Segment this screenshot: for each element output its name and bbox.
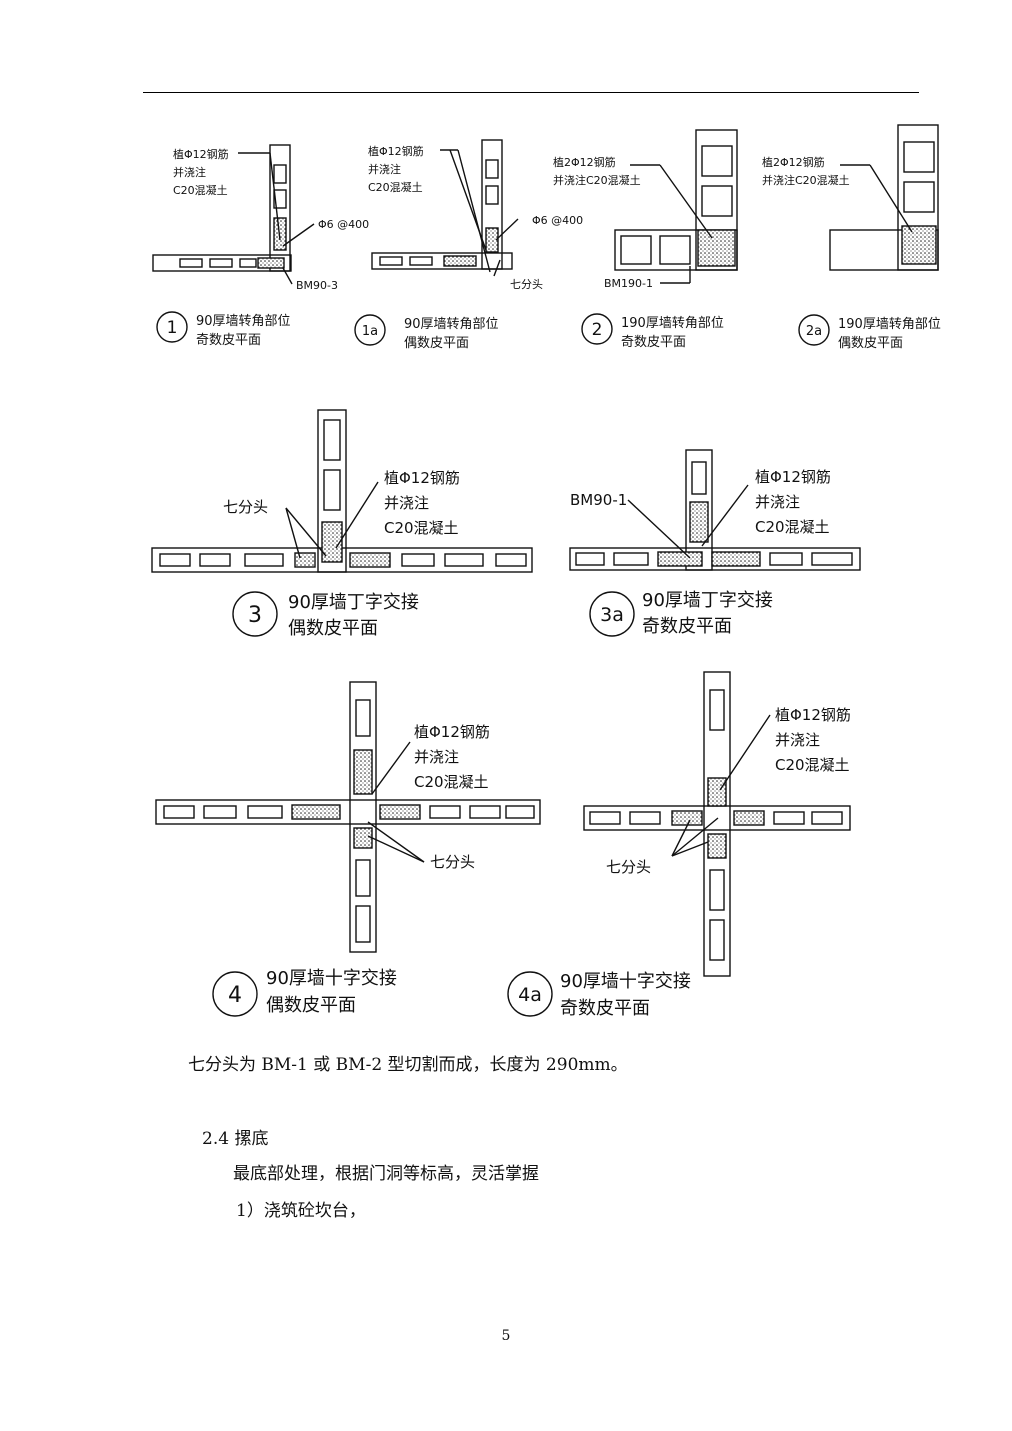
detail-2a-title-l2: 偶数皮平面 [838, 336, 903, 351]
page-number: 5 [501, 1328, 511, 1344]
detail-3a-title-l2: 奇数皮平面 [642, 616, 732, 637]
rebar-label-3-l3: C20混凝土 [384, 519, 459, 537]
detail-2-title-l2: 奇数皮平面 [621, 334, 686, 350]
rebar-label-2a-l1: 植2Φ12钢筋 [762, 155, 825, 169]
rebar-label-1a-l2: 并浇注 [368, 162, 401, 176]
rebar-label-4-l3: C20混凝土 [414, 773, 489, 791]
tie-label-1: Φ6 @400 [318, 218, 369, 231]
bm90-3-label: BM90-3 [296, 279, 338, 292]
detail-4-drawing [155, 681, 541, 953]
detail-1-circle [156, 311, 188, 343]
detail-4a-number: 4a [518, 984, 542, 1006]
detail-1a-circle [354, 314, 386, 346]
detail-1a-title-l2: 偶数皮平面 [404, 336, 469, 351]
qifentou-label-4: 七分头 [430, 853, 475, 871]
rebar-label-3a-l1: 植Φ12钢筋 [755, 468, 831, 486]
rebar-label-2-l2: 并浇注C20混凝土 [553, 173, 641, 187]
detail-1a-title-l1: 90厚墙转角部位 [404, 317, 499, 332]
detail-2a-drawing [829, 124, 939, 271]
detail-3-drawing [151, 409, 533, 573]
header-rule [143, 92, 919, 93]
rebar-label-4-l1: 植Φ12钢筋 [414, 723, 490, 741]
detail-3a-number: 3a [600, 604, 624, 626]
detail-3-number: 3 [248, 603, 262, 628]
detail-4a-drawing [583, 671, 851, 977]
detail-3a-title-l1: 90厚墙丁字交接 [642, 590, 773, 611]
section-heading: 2.4 摞底 [202, 1129, 269, 1149]
detail-4-circle [212, 971, 258, 1017]
detail-2-drawing [614, 129, 738, 284]
rebar-label-1a-l1: 植Φ12钢筋 [368, 144, 424, 158]
detail-4-title-l1: 90厚墙十字交接 [266, 968, 397, 989]
rebar-label-4a-l1: 植Φ12钢筋 [775, 706, 851, 724]
rebar-label-4a-l2: 并浇注 [775, 731, 820, 749]
detail-4a-circle [507, 971, 553, 1017]
qifentou-label-3: 七分头 [223, 498, 268, 516]
detail-2a-title-l1: 190厚墙转角部位 [838, 317, 941, 332]
detail-4a-title-l2: 奇数皮平面 [560, 998, 650, 1019]
qifentou-label-4a: 七分头 [606, 858, 651, 876]
rebar-label-1a-l3: C20混凝土 [368, 180, 423, 194]
detail-1a-number: 1a [362, 324, 378, 339]
rebar-label-3-l2: 并浇注 [384, 494, 429, 512]
detail-1-drawing [152, 144, 315, 285]
detail-4-title-l2: 偶数皮平面 [266, 995, 356, 1016]
detail-1-title-l1: 90厚墙转角部位 [196, 314, 291, 329]
detail-2-title-l1: 190厚墙转角部位 [621, 316, 724, 331]
note-paragraph: 七分头为 BM-1 或 BM-2 型切割而成，长度为 290mm。 [188, 1055, 628, 1075]
rebar-label-3a-l3: C20混凝土 [755, 518, 830, 536]
rebar-label-3-l1: 植Φ12钢筋 [384, 469, 460, 487]
detail-2a-circle [798, 314, 830, 346]
detail-2a-number: 2a [806, 324, 822, 339]
tie-label-1a: Φ6 @400 [532, 214, 583, 227]
rebar-label-2a-l2: 并浇注C20混凝土 [762, 173, 850, 187]
rebar-label-3a-l2: 并浇注 [755, 493, 800, 511]
rebar-label-1-l2: 并浇注 [173, 165, 206, 179]
rebar-label-2-l1: 植2Φ12钢筋 [553, 155, 616, 169]
qifentou-label-1a: 七分头 [510, 278, 543, 291]
detail-3-title-l2: 偶数皮平面 [288, 618, 378, 639]
detail-1a-drawing [371, 139, 519, 277]
bm90-1-label: BM90-1 [570, 491, 627, 509]
detail-4a-title-l1: 90厚墙十字交接 [560, 971, 691, 992]
detail-3a-circle [589, 591, 635, 637]
detail-3a-drawing [569, 449, 861, 571]
rebar-label-1-l1: 植Φ12钢筋 [173, 147, 229, 161]
detail-3-circle [232, 591, 278, 637]
detail-2-circle [581, 313, 613, 345]
detail-2-number: 2 [592, 320, 603, 340]
detail-4-number: 4 [228, 983, 242, 1008]
rebar-label-1-l3: C20混凝土 [173, 183, 228, 197]
detail-1-title-l2: 奇数皮平面 [196, 332, 261, 348]
body-paragraph: 最底部处理，根据门洞等标高，灵活掌握 [233, 1164, 539, 1184]
list-item-1: 1）浇筑砼坎台， [236, 1201, 366, 1221]
detail-1-number: 1 [167, 318, 178, 338]
detail-3-title-l1: 90厚墙丁字交接 [288, 592, 419, 613]
bm190-1-label: BM190-1 [604, 277, 653, 290]
rebar-label-4-l2: 并浇注 [414, 748, 459, 766]
rebar-label-4a-l3: C20混凝土 [775, 756, 850, 774]
